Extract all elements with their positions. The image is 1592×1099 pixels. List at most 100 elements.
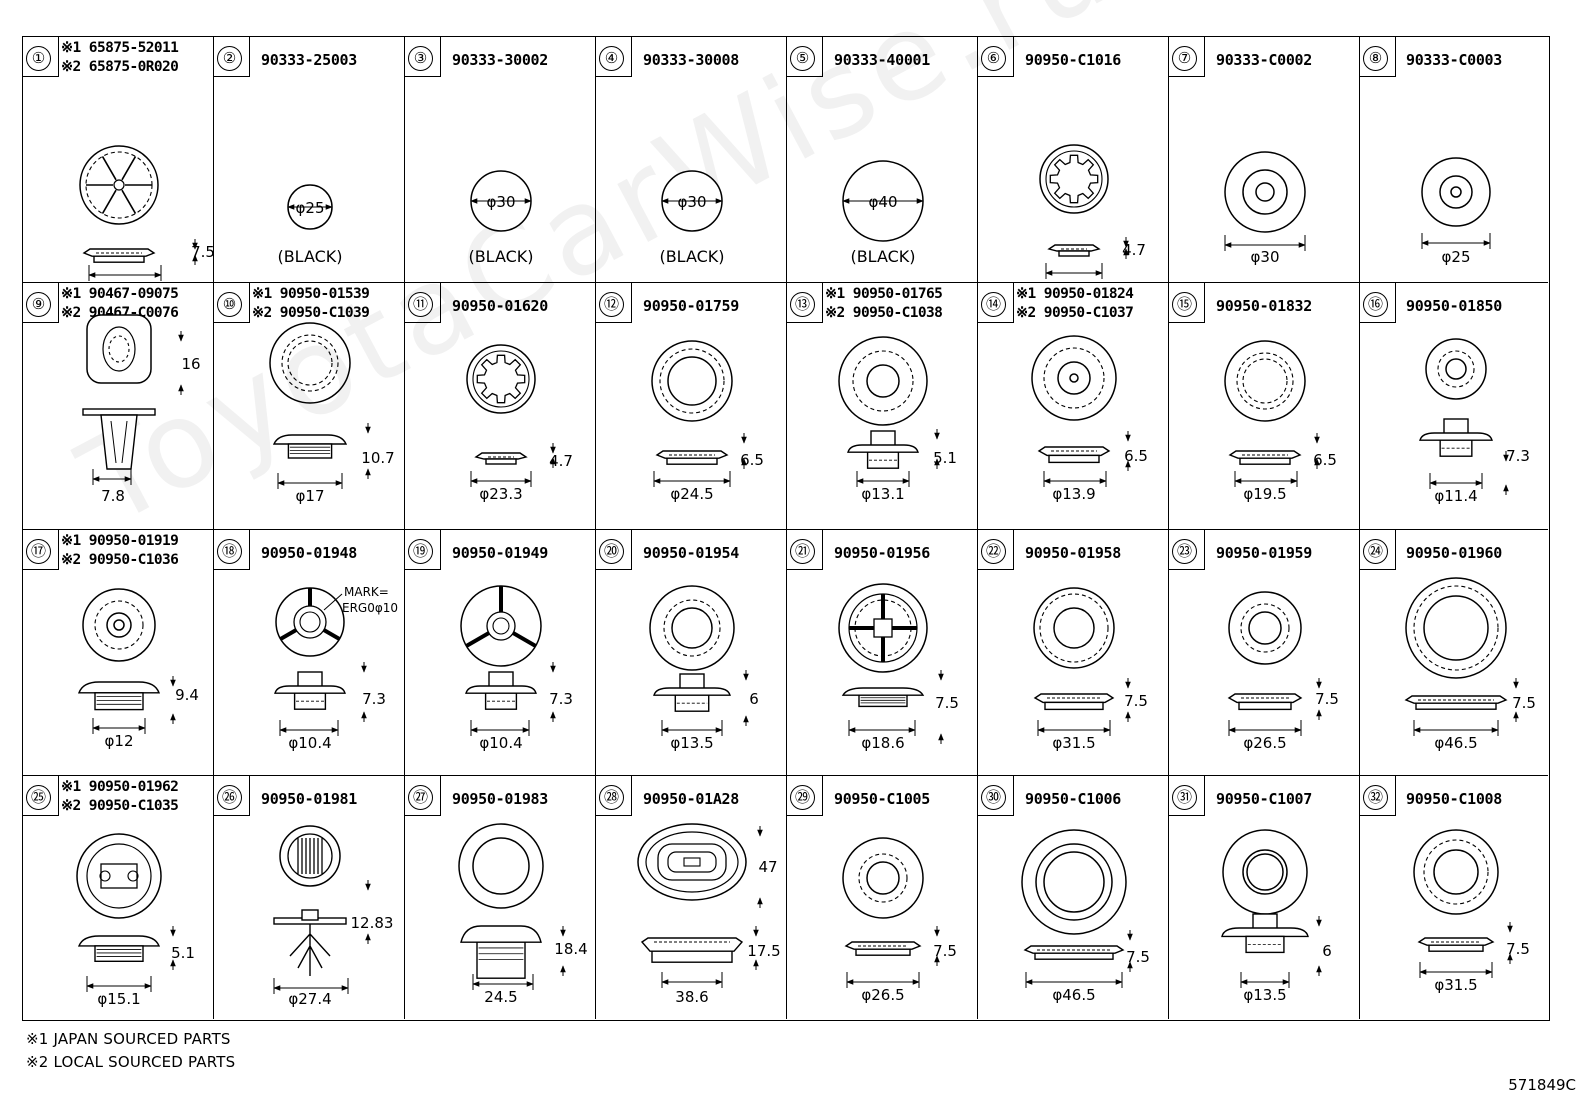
callout-number: ①: [26, 46, 51, 71]
dimension-label: φ17: [296, 487, 325, 505]
dimension-label: φ23.3: [479, 485, 522, 503]
part-number-local: ※2 90950-C1038: [825, 305, 943, 322]
part-side-body: [866, 451, 900, 470]
part-hole: [127, 870, 139, 882]
part-side-view: [274, 684, 346, 694]
part-side-view: [460, 925, 542, 943]
footnote-local-sourced: ※2 LOCAL SOURCED PARTS: [26, 1053, 236, 1071]
part-side-body: [94, 944, 144, 962]
callout-box: [214, 283, 250, 324]
callout-number: ⑲: [408, 538, 433, 564]
part-top-view: [637, 823, 747, 901]
part-ring: [1242, 849, 1288, 895]
dimension-label: 24.5: [484, 988, 517, 1006]
part-number-japan: ※1 90950-01962: [61, 778, 179, 795]
dimension-label: 6.5: [1124, 447, 1148, 465]
callout-number: ⑪: [408, 292, 433, 318]
part-slot: [100, 863, 138, 889]
part-number-local: ※2 90950-C1036: [61, 551, 179, 568]
part-ring: [663, 598, 721, 657]
part-ring: [1255, 182, 1275, 202]
part-rib: [279, 627, 298, 641]
part-side-view: [1047, 244, 1101, 252]
part-ring: [1053, 606, 1095, 649]
callout-box: [596, 37, 632, 77]
part-rib: [465, 630, 490, 648]
part-gear-teeth: [1049, 154, 1099, 204]
part-hidden-line: [110, 421, 128, 464]
callout-number: ㉛: [1172, 784, 1197, 810]
callout-number: ㉑: [790, 538, 815, 564]
part-ring: [472, 837, 530, 895]
callout-number: ㉕: [26, 784, 51, 810]
callout-box: [1360, 775, 1396, 816]
part-side-body: [293, 691, 327, 710]
part-number: 90950-01759: [642, 297, 740, 316]
part-ring: [1413, 829, 1499, 915]
callout-number: ㉗: [408, 784, 433, 810]
dimension-label: φ23.3: [1052, 279, 1095, 283]
part-spoke: [121, 189, 137, 214]
part-drawing: φ30(BLACK)t=0.1: [659, 170, 725, 282]
callout-box: [978, 529, 1014, 570]
part-number: 90333-25003: [260, 51, 358, 69]
part-pin-head: [301, 909, 319, 921]
part-ring: [1035, 843, 1113, 921]
part-ring: [1433, 849, 1479, 895]
dimension-label: 7.5: [935, 694, 959, 712]
dimension-label: 7.5: [1124, 692, 1148, 710]
callout-number: ⑮: [1172, 292, 1197, 318]
part-ring: [1248, 610, 1282, 645]
part-number-japan: ※1 90950-01765: [825, 286, 943, 303]
part-number-japan: ※1 90467-09075: [61, 286, 179, 303]
dimension-label: φ46.5: [1052, 986, 1095, 1004]
part-top-view: [79, 145, 159, 225]
part-drawing: 167.8: [82, 314, 201, 505]
callout-box: [23, 283, 59, 324]
callout-number: ㉓: [1172, 538, 1197, 564]
part-center-slot: [683, 857, 701, 867]
dimension-label: φ40: [869, 193, 898, 211]
part-side-view: [82, 408, 156, 416]
part-side-body: [93, 255, 145, 263]
part-ring: [1039, 592, 1109, 663]
part-ring: [1450, 186, 1462, 198]
dimension-label: φ37.8: [101, 280, 144, 283]
part-ring: [1224, 340, 1306, 422]
color-note: (BLACK): [659, 247, 724, 266]
part-side-body: [1238, 701, 1292, 710]
part-side-view: [847, 444, 919, 454]
dimension-label: 7.5: [1506, 940, 1530, 958]
callout-number: ⑳: [599, 538, 624, 564]
dimension-label: φ18.6: [861, 734, 904, 752]
callout-number: ⑩: [217, 292, 242, 318]
dimension-label: 18.4: [554, 940, 587, 958]
dimension-label: φ11.4: [1434, 487, 1477, 505]
part-side-view: [640, 937, 744, 952]
part-number: 90950-C1005: [833, 789, 931, 808]
part-number-japan: ※1 65875-52011: [61, 40, 179, 56]
callout-box: [978, 775, 1014, 816]
